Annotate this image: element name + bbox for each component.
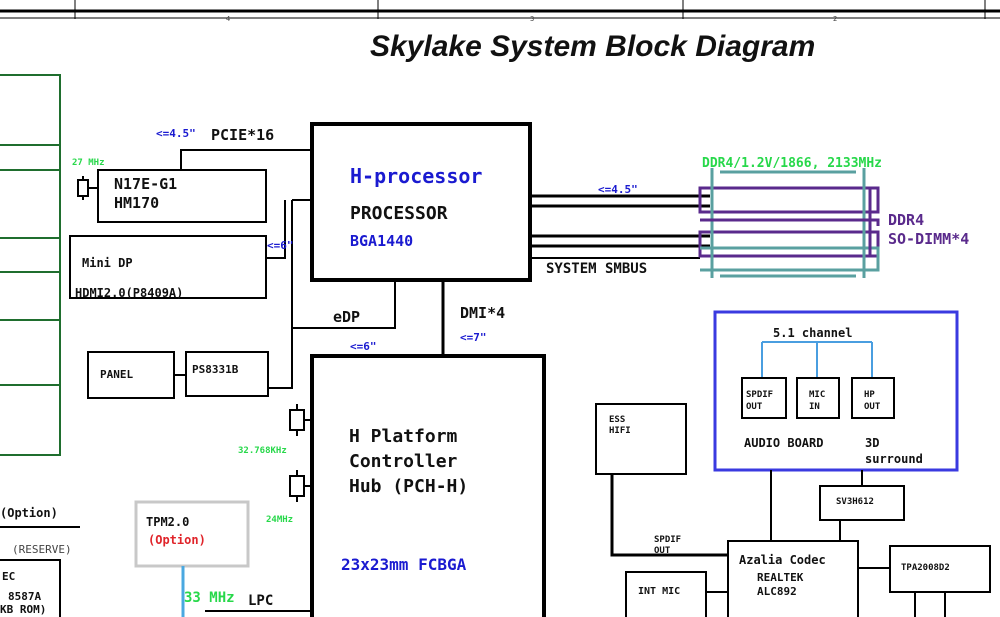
mic-in-jack [796, 377, 840, 419]
int-mic-label: INT MIC [638, 586, 681, 597]
tpm-option: (Option) [148, 533, 206, 547]
tpm-name: TPM2.0 [146, 515, 190, 529]
hp-out-jack [851, 377, 895, 419]
pcie-length: <=4.5" [156, 127, 196, 140]
ddr-label: DDR4 [888, 211, 925, 229]
processor-block [310, 122, 532, 282]
spdif-link-label: SPDIF [654, 535, 682, 545]
left-memory-boxes [0, 74, 61, 456]
diagram-title: Skylake System Block Diagram [370, 30, 816, 63]
minidp-block [69, 235, 267, 299]
ec-block [0, 559, 61, 617]
drawing-border [0, 0, 1000, 19]
ddr-spec: DDR4/1.2V/1866, 2133MHz [702, 156, 883, 171]
ec-rom-label: KB ROM) [0, 603, 47, 616]
edp-length: <=6" [350, 340, 377, 353]
spdif-out-label: SPDIF [746, 390, 774, 400]
pch-name-line3: Hub (PCH-H) [349, 476, 469, 497]
smbus-label: SYSTEM SMBUS [546, 261, 648, 277]
ess-hifi-block [595, 403, 687, 475]
processor-name: H-processor [350, 164, 483, 188]
hdmi-label: HDMI2.0(P8409A) [75, 286, 184, 300]
panel-block [87, 351, 175, 399]
gpu-block [97, 169, 267, 223]
spdif-out-jack [741, 377, 787, 419]
hp-out-label: HP [864, 390, 875, 400]
int-mic-block [625, 571, 707, 617]
spdif-out-label-2: OUT [746, 402, 763, 412]
surround-label-2: surround [865, 452, 923, 466]
ps8331b-block [185, 351, 269, 397]
pch-name-line1: H Platform [349, 426, 458, 447]
rtc-crystal-icon [289, 404, 312, 436]
edp-label: eDP [333, 308, 361, 326]
dmi-label: DMI*4 [460, 304, 506, 322]
surround-label: 3D [865, 436, 880, 450]
minidp-label: Mini DP [82, 256, 133, 270]
gpu-chipset: HM170 [114, 194, 160, 212]
zone-number: 4 [226, 15, 231, 23]
sodimm-label: SO-DIMM*4 [888, 230, 970, 248]
lpc-clock: 33 MHz [184, 590, 235, 606]
left-option-label: (Option) [0, 506, 58, 520]
hp-out-label-2: OUT [864, 402, 881, 412]
dp-length: <=6" [267, 239, 294, 252]
ddr-length: <=4.5" [598, 183, 638, 196]
ec-label: EC [2, 570, 16, 583]
audio-board-label: AUDIO BOARD [744, 436, 824, 450]
sv3h612-block [819, 485, 905, 521]
left-reserve-label: (RESERVE) [12, 543, 72, 556]
main-clock: 24MHz [266, 515, 294, 525]
codec-vendor-label: REALTEK [757, 571, 804, 584]
hifi-label: HIFI [609, 426, 631, 436]
dimm-slots [698, 168, 880, 278]
rtc-clock: 32.768KHz [238, 446, 287, 456]
audio-channel-wiring [761, 341, 873, 378]
mic-in-label: MIC [809, 390, 826, 400]
processor-package: BGA1440 [350, 232, 414, 250]
edp-link [268, 280, 396, 389]
ec-chip-label: 8587A [8, 590, 42, 603]
tpm-block [134, 500, 250, 568]
spdif-link-label-2: OUT [654, 546, 671, 556]
pch-name-line2: Controller [349, 451, 458, 472]
mic-in-label-2: IN [809, 402, 820, 412]
pch-package: 23x23mm FCBGA [341, 555, 467, 574]
sv3h612-label: SV3H612 [836, 497, 874, 507]
ddr-bus [530, 194, 710, 248]
zone-number: 2 [833, 15, 838, 23]
tpa2008d2-label: TPA2008D2 [901, 563, 950, 573]
codec-label: Azalia Codec [739, 553, 826, 567]
audio-channel-label: 5.1 channel [773, 326, 853, 340]
pch-block [310, 354, 546, 617]
zone-number: 3 [530, 15, 535, 23]
lpc-label: LPC [248, 593, 274, 609]
dmi-length: <=7" [460, 331, 487, 344]
gpu-clock: 27 MHz [72, 158, 105, 168]
processor-type: PROCESSOR [350, 203, 448, 224]
gpu-name: N17E-G1 [114, 175, 178, 193]
ess-label: ESS [609, 415, 626, 425]
gpu-crystal-icon [77, 176, 98, 200]
codec-chip-label: ALC892 [757, 585, 797, 598]
pcie-bus [180, 149, 312, 170]
codec-block [727, 540, 859, 617]
pcie-label: PCIE*16 [211, 126, 275, 144]
spdif-link [610, 474, 728, 557]
main-crystal-icon [289, 470, 312, 502]
tpa2008d2-block [889, 545, 991, 593]
panel-label: PANEL [100, 368, 134, 381]
ps8331b-label: PS8331B [192, 363, 239, 376]
